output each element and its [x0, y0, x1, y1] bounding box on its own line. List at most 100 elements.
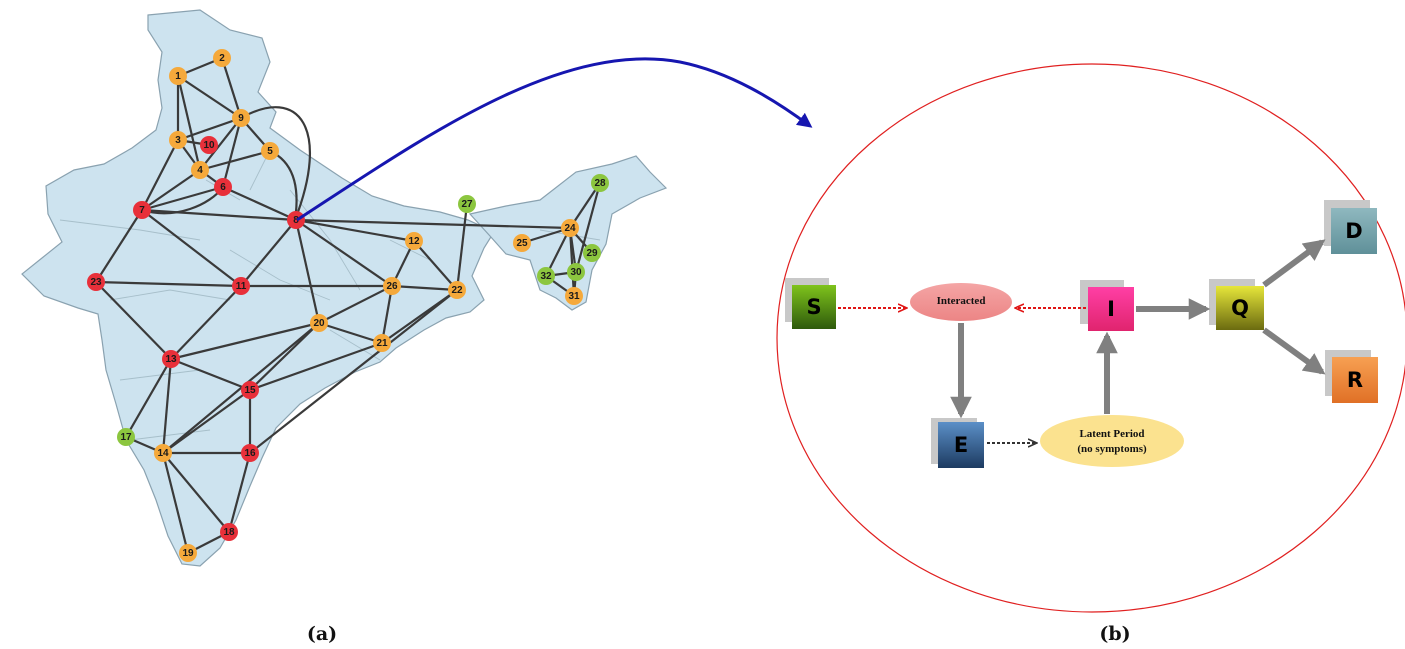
node-circle-14 — [154, 444, 172, 462]
edge-15-21 — [249, 341, 383, 392]
node-label-3: 3 — [175, 135, 181, 146]
node-28: 28 — [591, 174, 609, 192]
edge-9-8-curve — [240, 106, 311, 221]
edge-28-30 — [574, 182, 602, 273]
edge-4-5 — [199, 149, 271, 172]
node-circle-10 — [200, 136, 218, 154]
node-label-21: 21 — [376, 338, 388, 349]
compartment-i: I — [1080, 280, 1134, 331]
node-circle-9 — [232, 109, 250, 127]
latent-label-line2: (no symptoms) — [1077, 443, 1147, 455]
edge-16-18 — [227, 452, 252, 533]
edge-4-7 — [141, 169, 201, 211]
edge-16-22 — [249, 289, 458, 454]
edge-8-26 — [295, 219, 393, 287]
node-12: 12 — [405, 232, 423, 250]
compartment-r: R — [1325, 350, 1378, 403]
node-label-5: 5 — [267, 146, 273, 157]
node-18: 18 — [220, 523, 238, 541]
node-circle-12 — [405, 232, 423, 250]
edge-1-4 — [176, 75, 202, 171]
node-8: 8 — [287, 211, 305, 229]
q-label: Q — [1231, 296, 1249, 320]
i-label: I — [1107, 297, 1115, 321]
node-circle-5 — [261, 142, 279, 160]
edge-24-28 — [569, 182, 601, 229]
node-label-26: 26 — [386, 281, 398, 292]
node-circle-31 — [565, 287, 583, 305]
edge-13-15 — [170, 357, 251, 392]
node-label-14: 14 — [157, 448, 169, 459]
node-1: 1 — [169, 67, 187, 85]
node-label-10: 10 — [203, 140, 215, 151]
node-label-13: 13 — [165, 354, 177, 365]
edge-4-9 — [199, 117, 242, 171]
interacted-label: Interacted — [937, 295, 986, 307]
edge-14-15 — [162, 389, 251, 454]
edge-3-7 — [141, 139, 179, 211]
r-label: R — [1347, 368, 1363, 392]
node-label-4: 4 — [197, 165, 203, 176]
node-label-8: 8 — [293, 215, 299, 226]
node-circle-30 — [567, 263, 585, 281]
node-circle-6 — [214, 178, 232, 196]
node-circle-2 — [213, 49, 231, 67]
node-circle-8 — [287, 211, 305, 229]
edge-8-20 — [294, 219, 321, 324]
edge-1-9 — [177, 75, 242, 119]
edge-14-18 — [162, 452, 230, 533]
node-label-15: 15 — [244, 385, 256, 396]
node-circle-29 — [583, 244, 601, 262]
node-11: 11 — [232, 277, 250, 295]
caption-a: (a) — [307, 623, 337, 645]
node-circle-19 — [179, 544, 197, 562]
node-31: 31 — [565, 287, 583, 305]
node-circle-27 — [458, 195, 476, 213]
node-label-29: 29 — [586, 248, 598, 259]
node-25: 25 — [513, 234, 531, 252]
edge-22-26 — [391, 284, 458, 292]
edge-13-23 — [95, 281, 172, 360]
edge-6-8 — [222, 185, 297, 222]
node-circle-28 — [591, 174, 609, 192]
node-label-2: 2 — [219, 53, 225, 64]
node-label-12: 12 — [408, 236, 420, 247]
node-27: 27 — [458, 195, 476, 213]
node-circle-1 — [169, 67, 187, 85]
q-to-r-arrow — [1262, 327, 1326, 375]
network-nodes: 1234567891011121314151617181920212223242… — [87, 49, 609, 562]
node-label-9: 9 — [238, 113, 244, 124]
node-32: 32 — [537, 267, 555, 285]
edge-13-14 — [161, 358, 173, 454]
node-29: 29 — [583, 244, 601, 262]
edge-8-24 — [295, 218, 571, 230]
edge-6-7 — [141, 185, 224, 212]
edge-21-26 — [380, 285, 394, 344]
edge-20-26 — [318, 285, 393, 324]
node-circle-17 — [117, 428, 135, 446]
node-label-28: 28 — [594, 178, 606, 189]
node-20: 20 — [310, 314, 328, 332]
edge-2-9 — [220, 57, 243, 119]
india-map — [21, 9, 668, 567]
edge-3-9 — [177, 116, 242, 142]
node-23: 23 — [87, 273, 105, 291]
edge-7-11 — [141, 209, 242, 287]
node-7: 7 — [133, 201, 151, 219]
node-label-17: 17 — [120, 432, 132, 443]
edge-21-22 — [381, 289, 458, 344]
latent-period-oval — [1040, 415, 1184, 467]
node-label-20: 20 — [313, 318, 325, 329]
zoom-arrow — [296, 57, 813, 222]
d-label: D — [1345, 219, 1362, 243]
node-label-1: 1 — [175, 71, 181, 82]
edge-12-22 — [413, 240, 458, 291]
e-label: E — [954, 433, 968, 457]
node-circle-20 — [310, 314, 328, 332]
node-label-22: 22 — [451, 285, 463, 296]
node-15: 15 — [241, 381, 259, 399]
node-26: 26 — [383, 277, 401, 295]
node-circle-32 — [537, 267, 555, 285]
s-label: S — [806, 295, 821, 319]
